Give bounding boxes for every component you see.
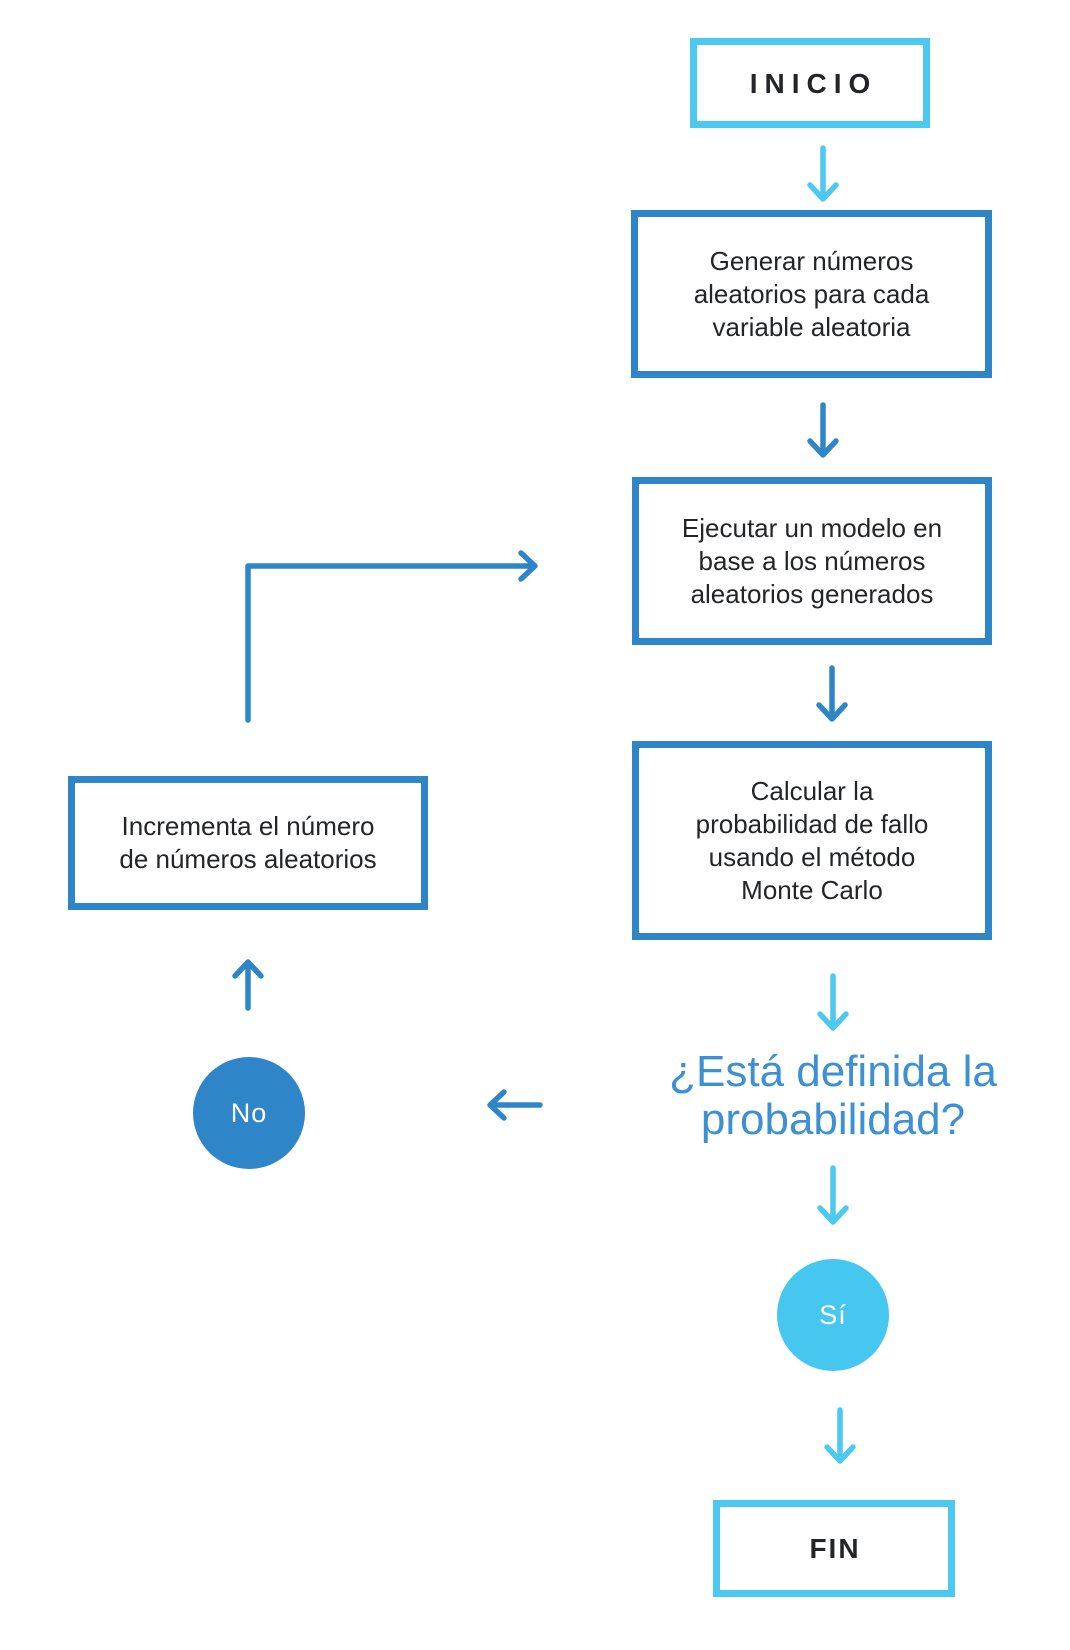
node-generar-numeros-label: Generar números aleatorios para cada var… — [693, 245, 930, 342]
node-ejecutar-modelo: Ejecutar un modelo en base a los números… — [632, 477, 992, 645]
node-fin-label: FIN — [809, 1533, 861, 1564]
branch-no-circle: No — [193, 1057, 305, 1169]
node-inicio-label: INICIO — [749, 67, 878, 99]
node-ejecutar-modelo-label: Ejecutar un modelo en base a los números… — [681, 512, 943, 609]
arrow-calcular-to-pregunta — [817, 973, 849, 1031]
branch-si-label: Sí — [819, 1299, 847, 1330]
node-calcular-probabilidad-label: Calcular la probabilidad de fallo usando… — [695, 775, 929, 905]
node-calcular-probabilidad: Calcular la probabilidad de fallo usando… — [632, 741, 992, 940]
arrow-si-to-fin — [824, 1407, 856, 1464]
arrow-generar-to-ejecutar — [807, 402, 839, 458]
arrow-ejecutar-to-calcular — [816, 665, 848, 722]
node-inicio: INICIO — [690, 38, 930, 128]
node-fin: FIN — [713, 1500, 955, 1597]
arrow-inicio-to-generar — [807, 145, 839, 202]
node-incrementa-numero: Incrementa el número de números aleatori… — [68, 776, 428, 910]
arrow-pregunta-to-si — [817, 1165, 849, 1225]
decision-question-text: ¿Está definida la probabilidad? — [669, 1047, 997, 1144]
arrow-pregunta-to-no — [487, 1089, 543, 1121]
arrow-no-to-incrementa — [232, 959, 264, 1011]
node-generar-numeros: Generar números aleatorios para cada var… — [631, 210, 992, 378]
branch-si-circle: Sí — [777, 1259, 889, 1371]
node-incrementa-numero-label: Incrementa el número de números aleatori… — [119, 811, 377, 874]
branch-no-label: No — [230, 1097, 268, 1128]
connector-incrementa-to-ejecutar — [245, 550, 538, 723]
